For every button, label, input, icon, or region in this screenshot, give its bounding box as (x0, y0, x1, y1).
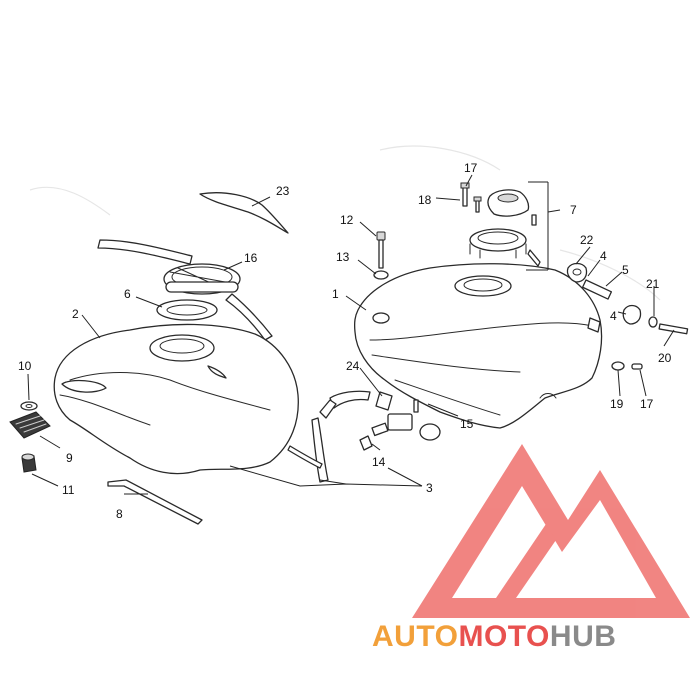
callout-4-bottom: 4 (610, 309, 617, 323)
callout-7: 7 (570, 203, 577, 217)
watermark-word-hub: HUB (550, 620, 617, 653)
cap-screws (460, 182, 537, 226)
callout-2: 2 (72, 307, 79, 321)
callout-21: 21 (646, 277, 660, 291)
callout-16: 16 (244, 251, 258, 265)
callout-17-top: 17 (464, 161, 478, 175)
rubber-pad (9, 411, 51, 439)
callout-4-top: 4 (600, 249, 607, 263)
callout-13: 13 (336, 250, 350, 264)
callout-8: 8 (116, 507, 123, 521)
fuel-cap-assembly (469, 181, 549, 271)
callout-18: 18 (418, 193, 432, 207)
support-rod (107, 479, 203, 525)
callout-17-bottom: 17 (640, 397, 654, 411)
watermark-logo: AUTOMOTOHUB (372, 444, 690, 653)
callout-6: 6 (124, 287, 131, 301)
watermark-word-auto: AUTO (372, 620, 458, 653)
callout-9: 9 (66, 451, 73, 465)
filler-ring (163, 263, 241, 295)
mount-bolt (376, 231, 386, 269)
trim-strip (199, 192, 289, 234)
rubber-stopper (21, 453, 37, 473)
fuel-tank-left (53, 323, 299, 475)
rear-mount-hardware (566, 262, 689, 335)
callout-19: 19 (610, 397, 624, 411)
callout-11: 11 (62, 483, 75, 497)
callout-24: 24 (346, 359, 360, 373)
watermark-emblem (412, 444, 690, 618)
leader-lines (27, 174, 675, 495)
callout-3: 3 (426, 481, 433, 495)
fuel-hose (97, 239, 273, 341)
mount-washer (373, 270, 389, 280)
callout-22: 22 (580, 233, 594, 247)
washer-10 (20, 401, 38, 411)
callout-1: 1 (332, 287, 339, 301)
background-ghost-lines (29, 145, 661, 301)
callout-23: 23 (276, 184, 290, 198)
fuel-tap-assembly (287, 390, 441, 483)
bottom-right-hardware (611, 361, 643, 371)
watermark-word-moto: MOTO (458, 620, 549, 653)
callout-15: 15 (460, 417, 474, 431)
callout-5: 5 (622, 263, 629, 277)
fuel-tank-right (353, 263, 603, 429)
callout-10: 10 (18, 359, 32, 373)
callout-14: 14 (372, 455, 386, 469)
gasket (156, 299, 218, 321)
svg-text:AUTOMOTOHUB: AUTOMOTOHUB (372, 620, 616, 653)
callout-labels: 23 16 6 2 10 9 11 8 12 13 1 17 18 7 22 4… (18, 161, 672, 521)
callout-12: 12 (340, 213, 354, 227)
callout-20: 20 (658, 351, 672, 365)
